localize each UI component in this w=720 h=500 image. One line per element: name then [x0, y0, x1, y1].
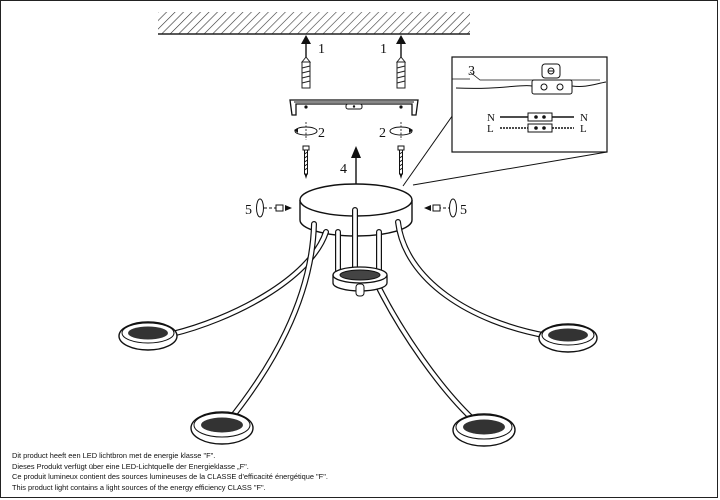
- terminal-block-icon: [531, 63, 573, 95]
- step5-left-label: 5: [245, 203, 252, 218]
- step2-right-label: 2: [379, 126, 386, 141]
- wire-l-left: L: [487, 123, 494, 135]
- energy-label-notes: Dit product heeft een LED lichtbron met …: [12, 451, 328, 493]
- mounting-bracket: [289, 99, 419, 116]
- step5-right-screw: [424, 198, 457, 218]
- lamp-arms: [169, 207, 551, 427]
- wire-n-left: N: [487, 112, 495, 124]
- screw-left: [302, 145, 310, 179]
- lamp-head-right: [538, 323, 598, 353]
- lamp-head-front-left: [190, 411, 254, 445]
- step1-left-label: 1: [318, 42, 325, 57]
- note-french: Ce produit lumineux contient des sources…: [12, 472, 328, 482]
- neutral-wire-connector: [500, 112, 574, 122]
- wiring-callout: [402, 56, 608, 187]
- step3-label: 3: [468, 64, 475, 79]
- step5-left-screw: [256, 198, 292, 218]
- wall-dowel-right: [395, 56, 407, 89]
- note-german: Dieses Produkt verfügt über eine LED-Lic…: [12, 461, 249, 471]
- step2-left-label: 2: [318, 126, 325, 141]
- step2-left-rotate-icon: [294, 122, 318, 140]
- note-english: This product light contains a light sour…: [12, 482, 266, 492]
- step4-arrow: [351, 146, 361, 184]
- ceiling: [158, 12, 470, 35]
- wire-l-right: L: [580, 123, 587, 135]
- note-dutch: Dit product heeft een LED lichtbron met …: [12, 451, 216, 460]
- live-wire-connector: [500, 123, 574, 133]
- center-hub: [332, 266, 388, 297]
- step4-label: 4: [340, 162, 347, 177]
- lamp-head-front-right: [452, 413, 516, 447]
- lamp-head-left: [118, 321, 178, 351]
- step1-right-label: 1: [380, 42, 387, 57]
- screw-right: [397, 145, 405, 179]
- step2-right-rotate-icon: [389, 122, 413, 140]
- step5-right-label: 5: [460, 203, 467, 218]
- wall-dowel-left: [300, 56, 312, 89]
- wire-n-right: N: [580, 112, 588, 124]
